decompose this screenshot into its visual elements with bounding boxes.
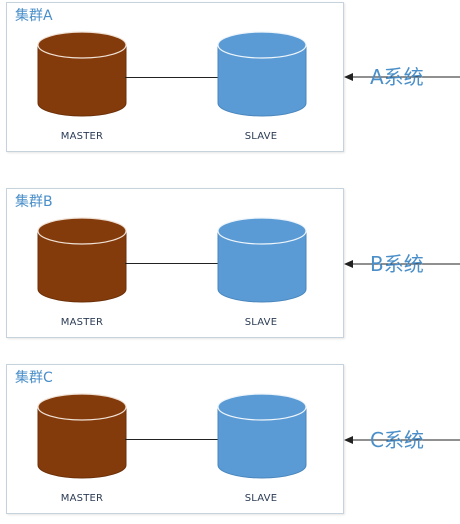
- cluster-a-slave-label: SLAVE: [244, 131, 278, 142]
- cluster-b-master-label: MASTER: [60, 317, 104, 328]
- cluster-a-box: 集群A MASTER SLAVE: [6, 2, 344, 152]
- system-c-label: C系统: [370, 428, 424, 452]
- cluster-c-slave-label: SLAVE: [244, 493, 278, 504]
- cluster-b-slave-label: SLAVE: [244, 317, 278, 328]
- cluster-a-master-db-icon: [37, 31, 127, 117]
- system-a-label: A系统: [370, 65, 424, 89]
- cluster-b-slave-db-icon: [217, 217, 307, 303]
- cluster-a-slave-db-icon: [217, 31, 307, 117]
- cluster-c-box: 集群C MASTER SLAVE: [6, 364, 344, 514]
- cluster-c-slave-db-icon: [217, 393, 307, 479]
- cluster-c-master-label: MASTER: [60, 493, 104, 504]
- system-b: B系统: [344, 249, 460, 279]
- cluster-b-title: 集群B: [15, 194, 53, 210]
- cluster-c-replication-line: [125, 439, 219, 440]
- system-a-arrow-icon: [344, 73, 460, 81]
- cluster-a-replication-line: [125, 77, 219, 78]
- system-b-label: B系统: [370, 252, 424, 276]
- cluster-c-title: 集群C: [15, 370, 53, 386]
- system-a: A系统: [344, 62, 460, 92]
- system-c-arrow-icon: [344, 436, 460, 444]
- cluster-a-master-label: MASTER: [60, 131, 104, 142]
- cluster-c-master-db-icon: [37, 393, 127, 479]
- cluster-a-title: 集群A: [15, 8, 53, 24]
- cluster-b-master-db-icon: [37, 217, 127, 303]
- system-b-arrow-icon: [344, 260, 460, 268]
- cluster-b-replication-line: [125, 263, 219, 264]
- system-c: C系统: [344, 425, 460, 455]
- cluster-b-box: 集群B MASTER SLAVE: [6, 188, 344, 338]
